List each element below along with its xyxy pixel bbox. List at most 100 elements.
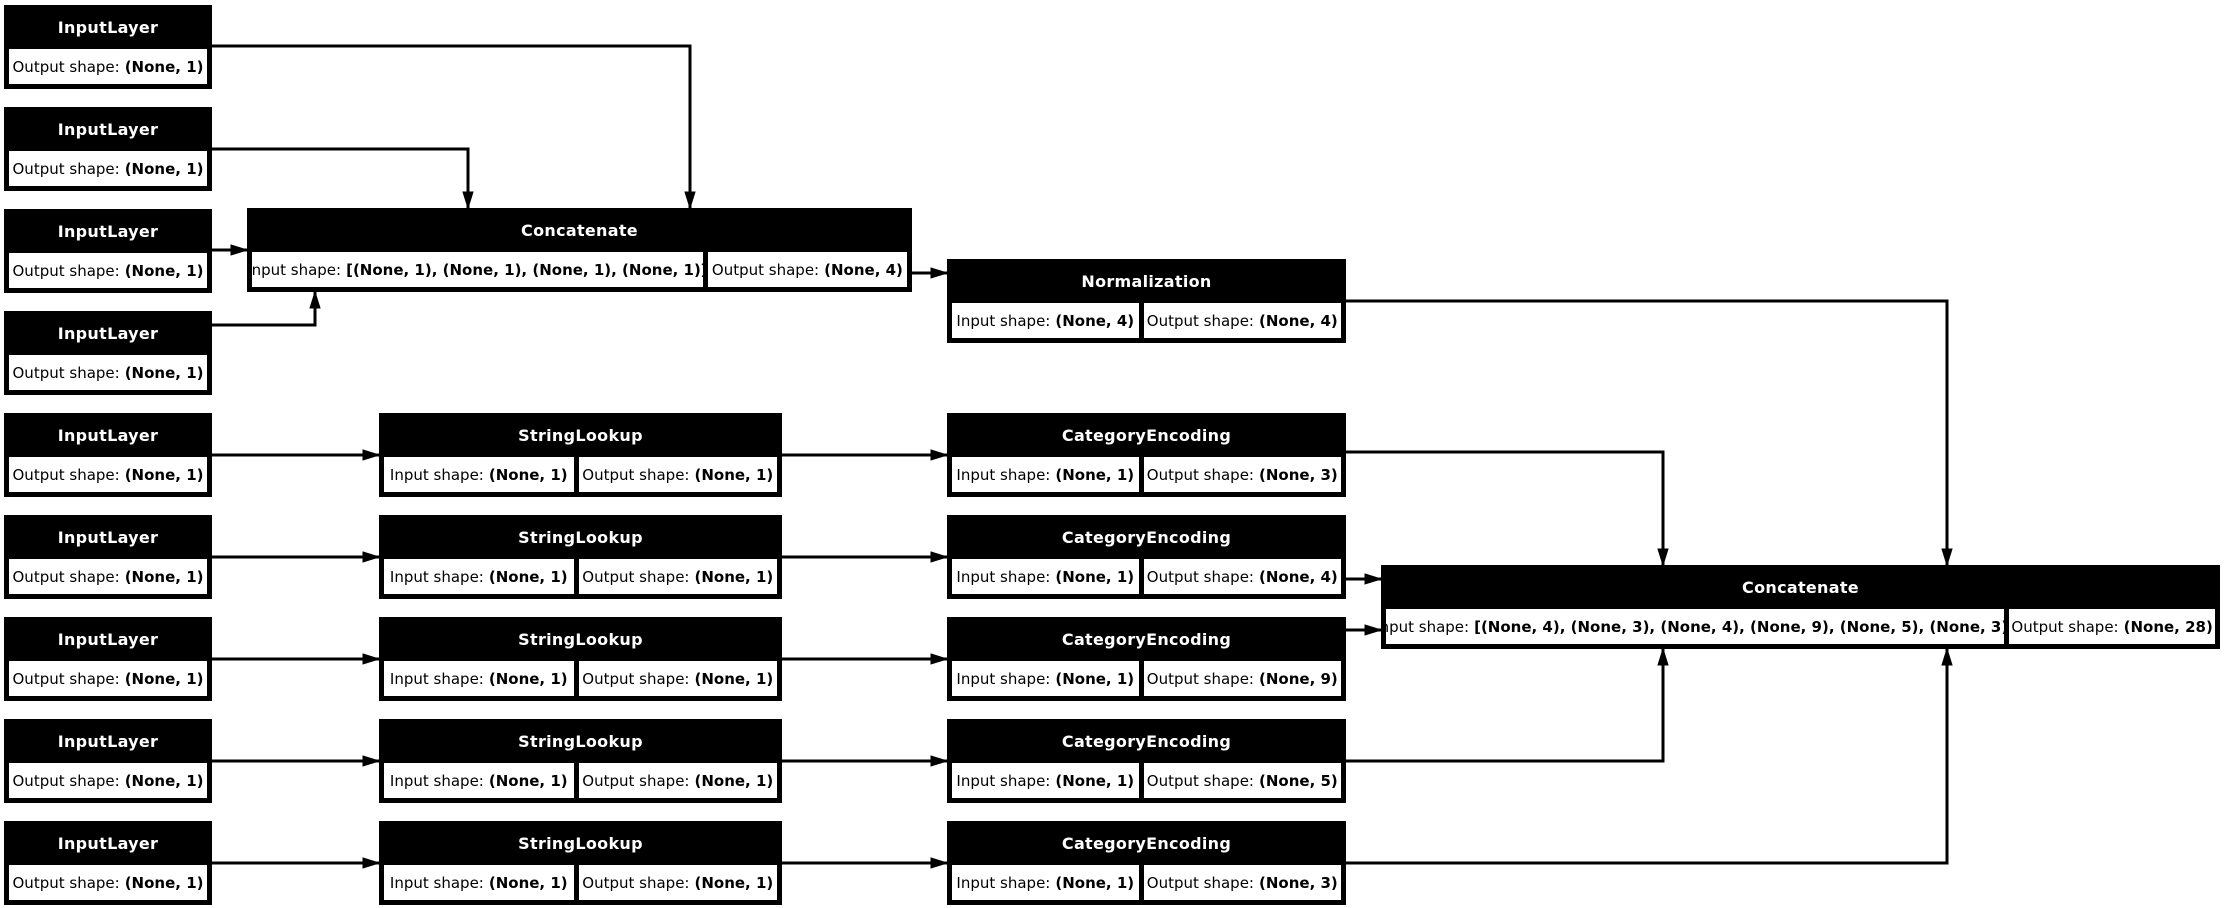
shape-cell-value: (None, 1) (488, 873, 568, 892)
shape-cell-label: Output shape: (1146, 669, 1254, 688)
shape-cell-value: (None, 1) (488, 771, 568, 790)
edge-input_1-to-concatenate_1 (212, 44, 690, 208)
layer-shape-cells: Output shape: (None, 1) (9, 865, 207, 900)
layer-title: CategoryEncoding (1061, 527, 1232, 547)
shape-cell-label: Output shape: (12, 159, 120, 178)
input-shape-cell: Input shape: (None, 1) (384, 457, 574, 492)
layer-node-input_3: InputLayer Output shape: (None, 1) (4, 209, 212, 293)
shape-cell-label: Output shape: (1146, 465, 1254, 484)
layer-shape-cells: Output shape: (None, 1) (9, 253, 207, 288)
input-shape-cell: Input shape: (None, 1) (384, 865, 574, 900)
shape-cell-label: Output shape: (1146, 873, 1254, 892)
layer-shape-cells: Input shape: (None, 1) Output shape: (No… (384, 763, 777, 798)
shape-cell-label: Input shape: (956, 311, 1051, 330)
shape-cell-label: Output shape: (1146, 567, 1254, 586)
shape-cell-label: Output shape: (12, 567, 120, 586)
output-shape-cell: Output shape: (None, 1) (9, 457, 207, 492)
layer-title: CategoryEncoding (1061, 629, 1232, 649)
output-shape-cell: Output shape: (None, 28) (2009, 609, 2215, 644)
shape-cell-value: (None, 4) (1259, 567, 1338, 586)
layer-title: CategoryEncoding (1061, 425, 1232, 445)
layer-node-input_4: InputLayer Output shape: (None, 1) (4, 311, 212, 395)
layer-node-input_1: InputLayer Output shape: (None, 1) (4, 5, 212, 89)
layer-node-category_encoding_5: CategoryEncoding Input shape: (None, 1) … (947, 821, 1346, 905)
shape-cell-label: Output shape: (711, 260, 820, 279)
shape-cell-label: Input shape: (956, 873, 1051, 892)
shape-cell-label: Output shape: (12, 261, 120, 280)
shape-cell-value: (None, 1) (124, 873, 204, 892)
shape-cell-value: (None, 3) (1259, 465, 1338, 484)
shape-cell-label: Input shape: (1386, 617, 1470, 636)
layer-shape-cells: Input shape: (None, 1) Output shape: (No… (384, 661, 777, 696)
shape-cell-value: (None, 1) (124, 465, 204, 484)
layer-shape-cells: Input shape: (None, 1) Output shape: (No… (952, 763, 1341, 798)
shape-cell-label: Input shape: (389, 873, 484, 892)
layer-title: InputLayer (57, 527, 159, 547)
output-shape-cell: Output shape: (None, 1) (9, 661, 207, 696)
shape-cell-value: (None, 1) (1055, 873, 1135, 892)
layer-title: StringLookup (518, 731, 643, 751)
shape-cell-value: (None, 9) (1259, 669, 1338, 688)
shape-cell-label: Output shape: (582, 669, 690, 688)
layer-node-string_lookup_4: StringLookup Input shape: (None, 1) Outp… (379, 719, 782, 803)
layer-title: Concatenate (1742, 577, 1859, 597)
layer-title: Normalization (1081, 271, 1212, 291)
edge-category_encoding_4-to-concatenate_2 (1346, 649, 1663, 763)
layer-node-input_5: InputLayer Output shape: (None, 1) (4, 413, 212, 497)
layer-shape-cells: Input shape: (None, 1) Output shape: (No… (384, 865, 777, 900)
output-shape-cell: Output shape: (None, 3) (1143, 865, 1341, 900)
layer-node-input_9: InputLayer Output shape: (None, 1) (4, 821, 212, 905)
shape-cell-value: (None, 4) (1055, 311, 1135, 330)
shape-cell-value: (None, 1) (488, 465, 568, 484)
output-shape-cell: Output shape: (None, 1) (9, 151, 207, 186)
shape-cell-label: Output shape: (2011, 617, 2119, 636)
layer-node-category_encoding_4: CategoryEncoding Input shape: (None, 1) … (947, 719, 1346, 803)
shape-cell-value: (None, 3) (1259, 873, 1338, 892)
shape-cell-value: (None, 1) (1055, 465, 1135, 484)
shape-cell-label: Output shape: (582, 771, 690, 790)
shape-cell-value: (None, 1) (488, 567, 568, 586)
shape-cell-label: Output shape: (582, 567, 690, 586)
shape-cell-value: (None, 1) (694, 669, 774, 688)
layer-shape-cells: Output shape: (None, 1) (9, 559, 207, 594)
shape-cell-value: (None, 1) (124, 57, 204, 76)
output-shape-cell: Output shape: (None, 4) (707, 252, 907, 287)
shape-cell-value: (None, 1) (124, 567, 204, 586)
shape-cell-value: (None, 1) (1055, 567, 1135, 586)
output-shape-cell: Output shape: (None, 1) (9, 253, 207, 288)
layer-title: InputLayer (57, 833, 159, 853)
shape-cell-value: (None, 1) (488, 669, 568, 688)
layer-node-input_7: InputLayer Output shape: (None, 1) (4, 617, 212, 701)
shape-cell-value: (None, 1) (124, 363, 204, 382)
output-shape-cell: Output shape: (None, 1) (578, 661, 777, 696)
input-shape-cell: Input shape: [(None, 1), (None, 1), (Non… (252, 252, 703, 287)
input-shape-cell: Input shape: (None, 1) (952, 661, 1139, 696)
layer-title: CategoryEncoding (1061, 731, 1232, 751)
layer-node-string_lookup_5: StringLookup Input shape: (None, 1) Outp… (379, 821, 782, 905)
shape-cell-value: (None, 28) (2123, 617, 2213, 636)
shape-cell-label: Output shape: (582, 873, 690, 892)
shape-cell-value: (None, 1) (124, 771, 204, 790)
input-shape-cell: Input shape: (None, 1) (952, 865, 1139, 900)
layer-node-category_encoding_2: CategoryEncoding Input shape: (None, 1) … (947, 515, 1346, 599)
output-shape-cell: Output shape: (None, 1) (9, 355, 207, 390)
shape-cell-value: (None, 4) (1259, 311, 1338, 330)
edge-normalization-to-concatenate_2 (1346, 299, 1947, 565)
layer-shape-cells: Output shape: (None, 1) (9, 151, 207, 186)
output-shape-cell: Output shape: (None, 5) (1143, 763, 1341, 798)
shape-cell-label: Output shape: (582, 465, 690, 484)
layer-title: InputLayer (57, 731, 159, 751)
layer-shape-cells: Input shape: [(None, 1), (None, 1), (Non… (252, 252, 907, 287)
layer-title: StringLookup (518, 629, 643, 649)
shape-cell-label: Output shape: (12, 363, 120, 382)
shape-cell-label: Input shape: (389, 567, 484, 586)
shape-cell-label: Output shape: (12, 771, 120, 790)
layer-shape-cells: Output shape: (None, 1) (9, 763, 207, 798)
input-shape-cell: Input shape: [(None, 4), (None, 3), (Non… (1386, 609, 2005, 644)
layer-title: InputLayer (57, 323, 159, 343)
layer-node-normalization: Normalization Input shape: (None, 4) Out… (947, 259, 1346, 343)
layer-title: InputLayer (57, 425, 159, 445)
input-shape-cell: Input shape: (None, 4) (952, 303, 1139, 338)
